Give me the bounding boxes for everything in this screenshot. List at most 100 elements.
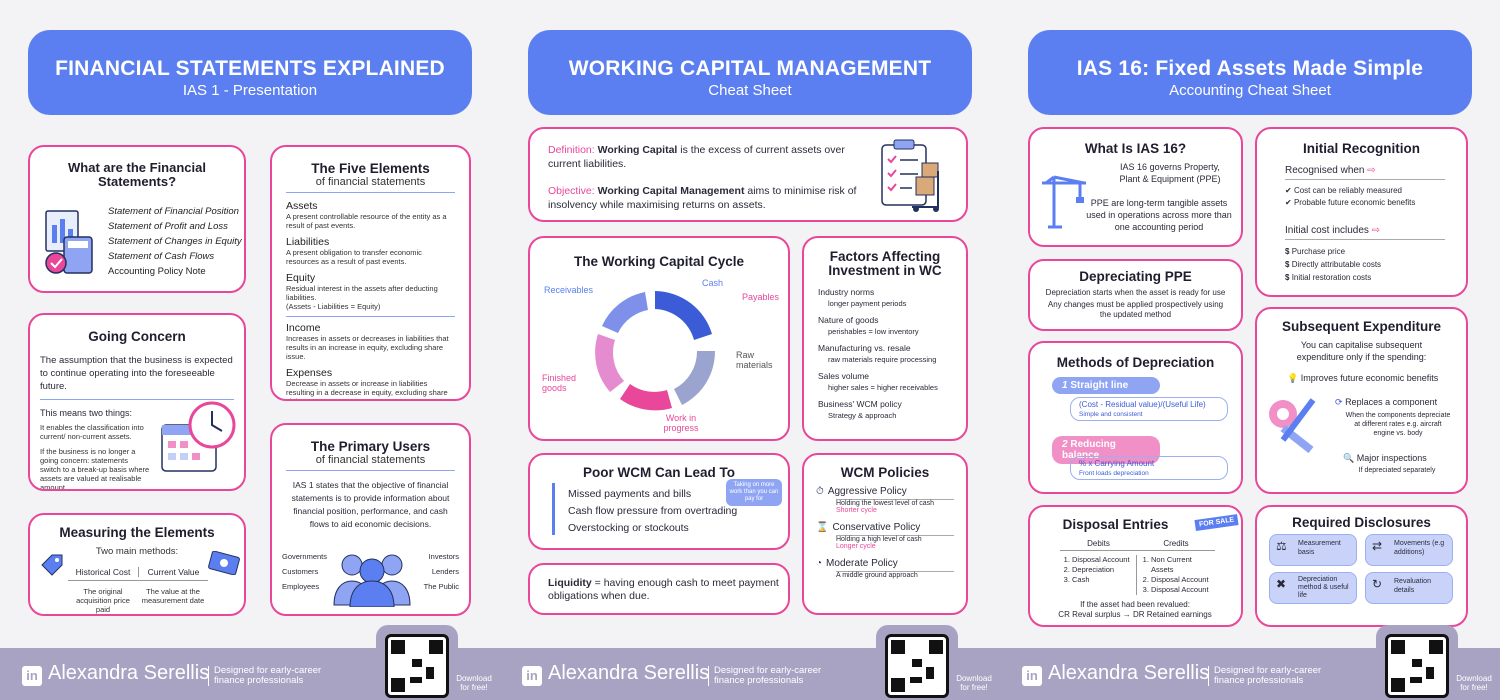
download-label[interactable]: Download for free! bbox=[456, 674, 492, 692]
linkedin-icon[interactable]: in bbox=[1022, 666, 1042, 686]
element-heading: Income bbox=[286, 322, 321, 334]
method-note: Simple and consistent bbox=[1079, 411, 1143, 418]
card-title: The Working Capital Cycle bbox=[573, 254, 745, 269]
gc-point: It enables the classification into curre… bbox=[40, 423, 144, 441]
me-sub: Two main methods: bbox=[95, 546, 179, 557]
card-title: Poor WCM Can Lead To bbox=[583, 465, 735, 480]
factor-text: raw materials require processing bbox=[828, 355, 937, 364]
obj-bold: Working Capital Management bbox=[597, 185, 745, 197]
magnifier-icon: 🔍 bbox=[1343, 453, 1355, 463]
dep-text: Depreciation starts when the asset is re… bbox=[1045, 288, 1226, 297]
obj-text: aims to minimise risk of insolvency whil… bbox=[548, 185, 857, 211]
policy-text: Holding the lowest level of cash bbox=[836, 500, 935, 507]
card-title: WCM Policies bbox=[840, 465, 930, 480]
what-fs-card: What are the Financial Statements? State… bbox=[28, 145, 246, 293]
card-title: Initial Recognition bbox=[1303, 141, 1420, 156]
measuring-card: Measuring the Elements Two main methods:… bbox=[28, 513, 246, 616]
swap-icon: ⇄ bbox=[1372, 539, 1383, 553]
cycle-payables: Payables bbox=[742, 292, 780, 302]
disclosures-card: Required Disclosures ⚖Measurement basis … bbox=[1255, 505, 1468, 627]
clipboard-icon bbox=[878, 137, 948, 220]
cycle-cash: Cash bbox=[702, 278, 724, 288]
gc-point: If the business is no longer a going con… bbox=[40, 447, 150, 491]
equity-formula: (Assets - Liabilities = Equity) bbox=[286, 302, 381, 311]
card-title: Required Disclosures bbox=[1292, 515, 1431, 530]
fs-sheet: FINANCIAL STATEMENTS EXPLAINED IAS 1 - P… bbox=[0, 0, 500, 700]
user-investors: Investors bbox=[428, 552, 459, 561]
fs-item: Statement of Changes in Equity bbox=[108, 236, 242, 247]
debit-entry: Disposal Account bbox=[1072, 555, 1136, 565]
hourglass-icon: ⌛ bbox=[816, 522, 829, 533]
arrow-right-icon: ⇨ bbox=[1371, 225, 1381, 236]
card-title: The Five Elements bbox=[311, 161, 430, 176]
factor-heading: Nature of goods bbox=[818, 315, 879, 325]
recognition-item: Cost can be reliably measured bbox=[1293, 186, 1402, 195]
se-sub: If depreciated separately bbox=[1358, 467, 1436, 474]
calculator-icon bbox=[42, 207, 96, 277]
ias-text: IAS 16 governs Property, Plant & Equipme… bbox=[1119, 162, 1221, 184]
fs-subtitle: IAS 1 - Presentation bbox=[182, 82, 318, 99]
qr-code[interactable] bbox=[376, 625, 458, 700]
ias16-sheet: IAS 16: Fixed Assets Made Simple Account… bbox=[1000, 0, 1500, 700]
fs-item: Statement of Profit and Loss bbox=[108, 221, 228, 232]
debits-header: Debits bbox=[1087, 539, 1110, 548]
going-concern-card: Going Concern The assumption that the bu… bbox=[28, 313, 246, 491]
liquidity-bold: Liquidity bbox=[548, 577, 592, 589]
user-customers: Customers bbox=[282, 567, 319, 576]
author-name: Alexandra Serellis bbox=[1048, 662, 1210, 684]
qr-code[interactable] bbox=[1376, 625, 1458, 700]
policy-heading: Conservative Policy bbox=[832, 522, 921, 533]
revaluation-icon: ↻ bbox=[1372, 577, 1383, 591]
wc-definition-card: Definition: Working Capital is the exces… bbox=[528, 127, 968, 222]
method-note: Front loads depreciation bbox=[1079, 470, 1149, 477]
wc-cycle-card: The Working Capital Cycle Payables Cash … bbox=[528, 236, 790, 441]
card-title: Depreciating PPE bbox=[1079, 269, 1192, 284]
people-icon bbox=[330, 545, 414, 612]
qr-code[interactable] bbox=[876, 625, 958, 700]
factor-heading: Industry norms bbox=[818, 287, 875, 297]
tagline: Designed for early-career finance profes… bbox=[1208, 666, 1338, 686]
disclosure-item: Measurement basis bbox=[1298, 540, 1341, 556]
wc-subtitle: Cheat Sheet bbox=[708, 82, 792, 99]
overtrading-note: Taking on more work than you can pay for bbox=[726, 479, 782, 506]
method-formula: (Cost - Residual value)/(Useful Life) bbox=[1079, 400, 1206, 409]
down-arrow-icon bbox=[552, 483, 555, 535]
disclosure-item: Revaluation details bbox=[1394, 578, 1431, 594]
disclosure-item: Depreciation method & useful life bbox=[1298, 576, 1349, 599]
crane-icon bbox=[1040, 169, 1088, 234]
se-item: Replaces a component bbox=[1345, 397, 1438, 407]
policy-heading: Aggressive Policy bbox=[827, 486, 907, 497]
disposal-card: Disposal Entries FOR SALE Debits Credits… bbox=[1028, 505, 1243, 627]
cycle-diagram bbox=[595, 291, 716, 411]
download-label[interactable]: Download for free! bbox=[956, 674, 992, 692]
recognition-item: Probable future economic benefits bbox=[1293, 198, 1416, 207]
linkedin-icon[interactable]: in bbox=[22, 666, 42, 686]
policy-text: Holding a high level of cash bbox=[836, 536, 922, 543]
me-header: Historical Cost bbox=[75, 567, 131, 577]
reval-note: If the asset had been revalued: bbox=[1080, 600, 1190, 609]
element-heading: Liabilities bbox=[286, 236, 330, 248]
def-text: is the excess of current assets over cur… bbox=[548, 144, 845, 170]
debit-entry: Cash bbox=[1072, 575, 1136, 585]
gc-two: This means two things: bbox=[40, 408, 133, 418]
refresh-icon: ⟳ bbox=[1335, 397, 1343, 407]
tools-icon bbox=[1263, 394, 1327, 459]
wrench-icon: ✖ bbox=[1276, 577, 1287, 591]
card-title: Factors Affecting Investment in WC bbox=[828, 249, 942, 278]
card-title: Subsequent Expenditure bbox=[1281, 319, 1442, 334]
author-name: Alexandra Serellis bbox=[48, 662, 210, 684]
user-public: The Public bbox=[423, 582, 459, 591]
download-label[interactable]: Download for free! bbox=[1456, 674, 1492, 692]
fs-item: Statement of Cash Flows bbox=[108, 251, 215, 262]
five-elements-card: The Five Elements of financial statement… bbox=[270, 145, 471, 401]
linkedin-icon[interactable]: in bbox=[522, 666, 542, 686]
cost-item: Directly attributable costs bbox=[1291, 260, 1382, 269]
cycle-fg: Finished goods bbox=[542, 373, 577, 393]
element-text: A present controllable resource of the e… bbox=[286, 212, 447, 230]
me-header: Current Value bbox=[138, 567, 208, 577]
card-title: Methods of Depreciation bbox=[1056, 355, 1215, 370]
def-label: Definition: bbox=[548, 144, 595, 156]
method-formula: % x Carrying Amount bbox=[1079, 459, 1155, 468]
price-tag-icon bbox=[38, 553, 66, 584]
cycle-wip: Work in progress bbox=[663, 413, 699, 433]
